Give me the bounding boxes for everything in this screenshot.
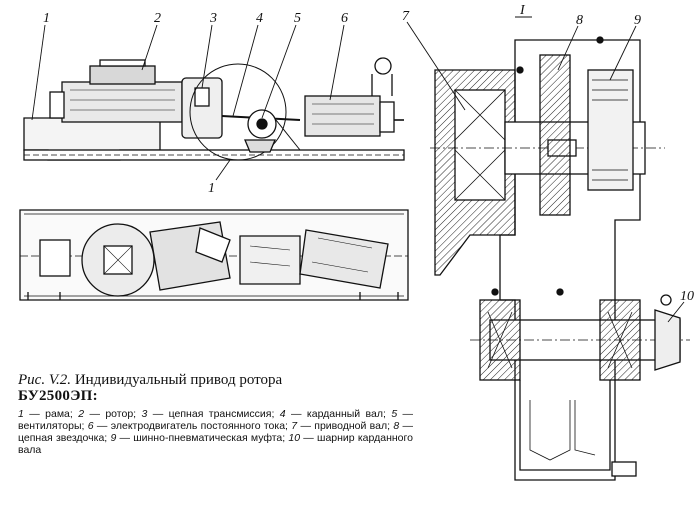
callout-5: 5 [294,11,301,26]
figure-caption: Рис. V.2. Индивидуальный привод ротора Б… [18,372,413,456]
caption-title-text: Индивидуальный привод ротора [74,372,283,388]
legend-item: 10 — шарнир карданного вала [18,432,413,456]
lower-housing [519,380,611,471]
callout-6: 6 [341,11,348,26]
caption-title: Рис. V.2. Индивидуальный привод ротора Б… [18,372,413,404]
legend-item: 5 — вентиляторы; [18,408,414,432]
caption-model: БУ2500ЭП: [18,388,98,404]
legend-item: 8 — цепная звездочка; [18,420,414,444]
callout-8: 8 [576,13,583,28]
chain-sprocket [539,54,571,216]
callout-2: 2 [154,11,161,26]
pneumatic-clutch [587,69,634,191]
callout-1: 1 [43,11,50,26]
callout-labels: 1 2 3 4 5 6 7 8 9 I 1 10 [43,3,694,304]
chain-housing [181,77,223,139]
plan-view [19,209,409,301]
caption-legend: 1 — рама; 2 — ротор; 3 — цепная трансмис… [18,408,413,456]
view-label-I: I [519,3,526,18]
callout-4: 4 [256,11,263,26]
plan-motor [299,229,389,289]
legend-item: 4 — карданный вал; [279,408,386,420]
callout-7: 7 [402,9,410,24]
detail-circle [189,63,287,161]
legend-item: 1 — рама; [18,408,73,420]
callout-1-lower: 1 [208,181,215,196]
legend-item: 6 — электродвигатель постоянного тока; [87,420,288,432]
cardan-joint [654,309,681,371]
callout-3: 3 [209,11,217,26]
callout-9: 9 [634,13,641,28]
rotor-body [61,81,183,123]
callout-10: 10 [680,289,694,304]
legend-item: 3 — цепная трансмиссия; [141,408,275,420]
section-view [430,36,690,481]
motor-body [304,95,381,137]
blower [374,57,392,75]
legend-item: 2 — ротор; [78,408,137,420]
legend-item: 7 — приводной вал; [291,420,391,432]
caption-prefix: Рис. V.2. [18,372,72,388]
leader-lines [31,21,685,323]
rotor-top [89,65,156,85]
side-view [23,57,405,161]
legend-item: 9 — шинно-пневматическая муфта; [110,432,286,444]
